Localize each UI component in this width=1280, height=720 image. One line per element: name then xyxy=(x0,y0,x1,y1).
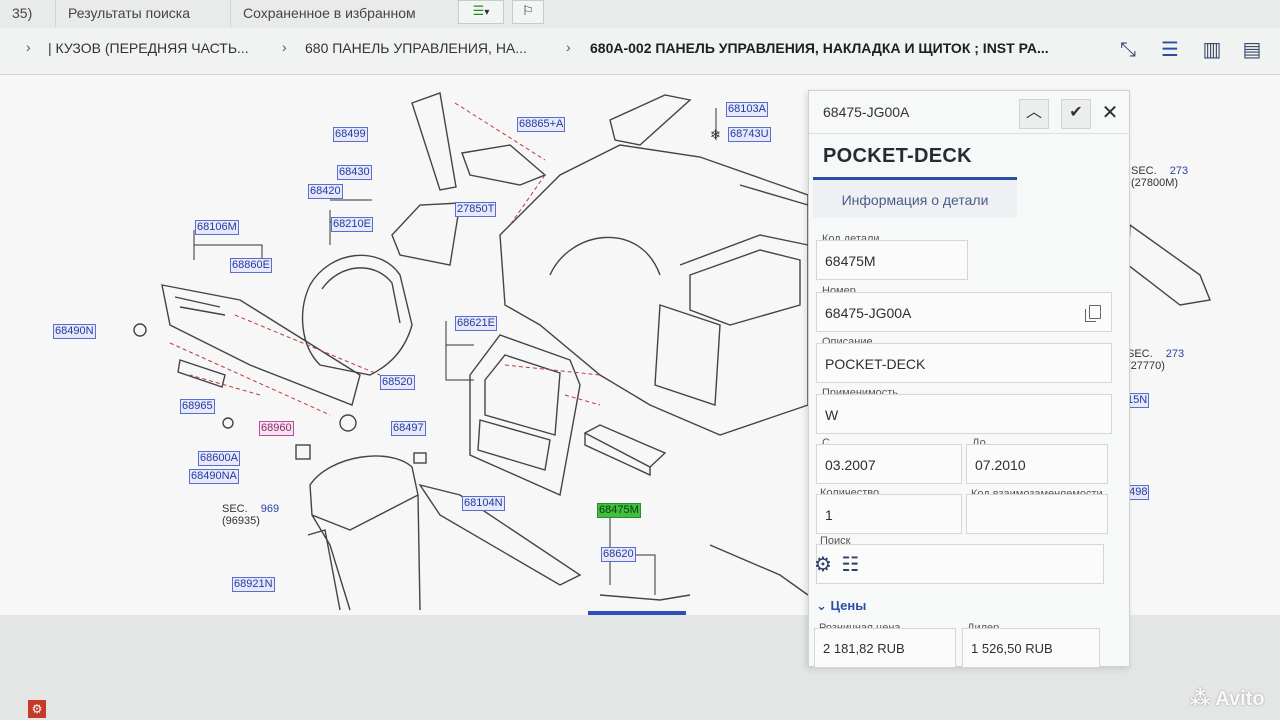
section-reference[interactable]: SEC. 273 (27800M) xyxy=(1131,165,1188,189)
flag-icon: ⚐ xyxy=(522,3,534,18)
details-layout-button[interactable]: ▤ xyxy=(1236,34,1268,66)
callout-label[interactable]: 68620 xyxy=(601,547,636,562)
app-icon[interactable]: ⚙ xyxy=(28,700,46,718)
sec-sub: (27800M) xyxy=(1131,177,1179,189)
callout-label[interactable]: 68520 xyxy=(380,375,415,390)
section-reference[interactable]: SEC. 273 (27770) xyxy=(1127,348,1184,372)
callout-label[interactable]: 68103A xyxy=(726,102,768,117)
interchange-code-field[interactable] xyxy=(966,494,1108,534)
collapse-icon: ⤡ xyxy=(1120,39,1136,61)
callout-label[interactable]: 68621E xyxy=(455,316,497,331)
callout-label[interactable]: 68860E xyxy=(230,258,272,273)
diagram-drawing xyxy=(133,92,1211,611)
callout-label[interactable]: 68743U xyxy=(728,127,771,142)
confirm-button[interactable]: ✔ xyxy=(1061,99,1091,129)
to-date-field[interactable]: 07.2010 xyxy=(966,444,1108,484)
snowflake-icon: ❄ xyxy=(710,127,721,142)
dealer-price-field[interactable]: 1 526,50 RUB xyxy=(962,628,1100,668)
callout-label[interactable]: 68490NA xyxy=(189,469,239,484)
details-icon: ▤ xyxy=(1242,39,1262,61)
callout-label[interactable]: 68600A xyxy=(198,451,240,466)
from-date-field[interactable]: 03.2007 xyxy=(816,444,962,484)
callout-label[interactable]: 68865+A xyxy=(517,117,566,132)
panel-header: 68475-JG00A ︿ ✔ ✕ xyxy=(809,91,1129,134)
callout-label[interactable]: 68490N xyxy=(53,324,96,339)
breadcrumb: › | КУЗОВ (ПЕРЕДНЯЯ ЧАСТЬ... › 680 ПАНЕЛ… xyxy=(0,28,1280,75)
sec-prefix: SEC. xyxy=(1131,165,1157,177)
prices-section-header[interactable]: ⌄ Цены xyxy=(816,598,866,614)
part-code-field[interactable]: 68475M xyxy=(816,240,968,280)
part-number-field[interactable]: 68475-JG00A xyxy=(816,292,1112,332)
part-number-value: 68475-JG00A xyxy=(825,305,912,321)
sec-number: 273 xyxy=(1165,348,1185,360)
breadcrumb-item-panel[interactable]: 680 ПАНЕЛЬ УПРАВЛЕНИЯ, НА... xyxy=(305,40,527,56)
tab-search-results[interactable]: Результаты поиска xyxy=(55,0,202,27)
tab-part-info[interactable]: Информация о детали xyxy=(813,177,1017,218)
sec-sub: (27770) xyxy=(1127,360,1165,372)
tab-fragment[interactable]: 35) xyxy=(12,5,33,21)
callout-label[interactable]: 68430 xyxy=(337,165,372,180)
callout-label[interactable]: 68921N xyxy=(232,577,275,592)
flag-button[interactable]: ⚐ xyxy=(512,0,544,24)
chevron-down-icon: ⌄ xyxy=(816,598,827,613)
panel-header-code: 68475-JG00A xyxy=(823,104,910,120)
copy-icon[interactable] xyxy=(1085,305,1101,322)
tab-favorites[interactable]: Сохраненное в избранном xyxy=(230,0,428,27)
search-tools-field xyxy=(816,544,1104,584)
retail-price-field[interactable]: 2 181,82 RUB xyxy=(814,628,956,668)
callout-label[interactable]: 68965 xyxy=(180,399,215,414)
sec-prefix: SEC. xyxy=(222,503,248,515)
prices-section-title: Цены xyxy=(830,598,867,613)
chevron-down-icon: ▾ xyxy=(484,7,490,18)
applicability-field[interactable]: W xyxy=(816,394,1112,434)
lines-icon: ☰ xyxy=(1161,39,1179,61)
close-button[interactable]: ✕ xyxy=(1097,99,1123,127)
check-icon: ✔ xyxy=(1069,104,1083,121)
callout-label[interactable]: 68499 xyxy=(333,127,368,142)
horizontal-scrollbar[interactable] xyxy=(588,611,686,616)
top-tab-bar: 35) Результаты поиска Сохраненное в избр… xyxy=(0,0,1280,29)
close-icon: ✕ xyxy=(1101,102,1119,124)
callout-label[interactable]: 68497 xyxy=(391,421,426,436)
list-layout-button[interactable]: ☰ xyxy=(1154,34,1186,66)
sec-prefix: SEC. xyxy=(1127,348,1153,360)
section-reference[interactable]: SEC. 969 (96935) xyxy=(222,503,279,527)
chevron-right-icon: › xyxy=(282,39,287,55)
callout-label[interactable]: 68420 xyxy=(308,184,343,199)
split-layout-button[interactable]: ▥ xyxy=(1196,34,1228,66)
callout-label-warning[interactable]: 68960 xyxy=(259,421,294,436)
avito-watermark: ⁂ Avito xyxy=(1190,686,1265,711)
quantity-field[interactable]: 1 xyxy=(816,494,962,534)
callout-label[interactable]: 68104N xyxy=(462,496,505,511)
collapse-panel-button[interactable]: ︿ xyxy=(1019,99,1049,129)
avito-logo-icon: ⁂ xyxy=(1190,688,1211,710)
callout-label[interactable]: 27850T xyxy=(455,202,497,217)
callout-label[interactable]: 68106M xyxy=(195,220,239,235)
sec-number: 969 xyxy=(260,503,280,515)
list-view-dropdown-button[interactable]: ☰▾ xyxy=(458,0,504,24)
split-icon: ▥ xyxy=(1202,39,1222,61)
wrench-search-icon[interactable]: ⚙ xyxy=(814,554,832,576)
chevron-right-icon: › xyxy=(26,39,31,55)
add-to-list-icon[interactable]: ☷ xyxy=(841,554,860,576)
description-field[interactable]: POCKET-DECK xyxy=(816,343,1112,383)
list-icon: ☰ xyxy=(472,3,485,18)
chevron-up-icon: ︿ xyxy=(1025,104,1042,121)
field-label: С xyxy=(822,437,830,449)
breadcrumb-item-current[interactable]: 680A-002 ПАНЕЛЬ УПРАВЛЕНИЯ, НАКЛАДКА И Щ… xyxy=(590,40,1049,56)
breadcrumb-item-body[interactable]: | КУЗОВ (ПЕРЕДНЯЯ ЧАСТЬ... xyxy=(48,40,249,56)
callout-label-selected[interactable]: 68475M xyxy=(597,503,641,518)
sec-sub: (96935) xyxy=(222,515,260,527)
part-title: POCKET-DECK xyxy=(823,145,972,167)
sec-number: 273 xyxy=(1169,165,1189,177)
collapse-view-button[interactable]: ⤡ xyxy=(1112,34,1144,66)
callout-label[interactable]: 68210E xyxy=(331,217,373,232)
watermark-text: Avito xyxy=(1215,688,1265,710)
search-tools: ⚙ ☷ xyxy=(814,552,859,577)
chevron-right-icon: › xyxy=(566,39,571,55)
